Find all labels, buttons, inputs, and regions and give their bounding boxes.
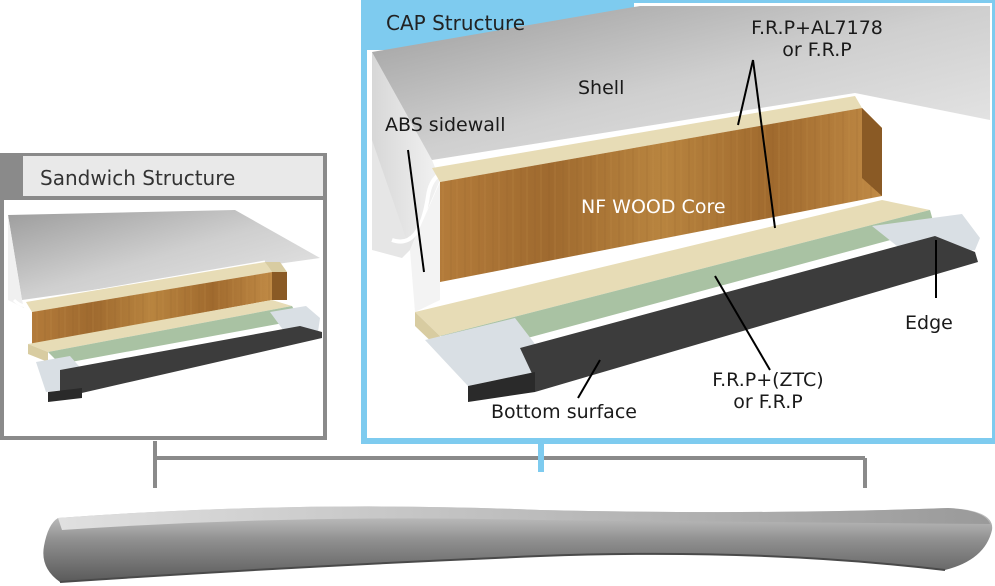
label-frp-top-line2: or F.R.P [782,38,852,61]
cap-frame [361,0,995,444]
label-bottom-surface: Bottom surface [491,401,637,423]
label-core: NF WOOD Core [581,196,726,218]
leader-abs-sidewall [407,149,425,273]
sandwich-title: Sandwich Structure [40,166,236,190]
label-edge: Edge [905,312,953,334]
ski-profile-icon [43,506,993,583]
label-frp-bottom-line1: F.R.P+(ZTC) [712,369,824,391]
leader-frp-bottom [714,275,771,371]
sandwich-title-box [23,156,323,200]
label-frp-top-line1: F.R.P+AL7178 [751,17,883,39]
sandwich-cross-section-icon [8,210,322,402]
label-frp-bottom-line2: or F.R.P [733,390,803,413]
leader-frp-top-shell [737,59,754,126]
cap-panel [361,0,995,444]
connector-bracket [153,441,867,488]
leader-frp-top-bottom [752,59,776,229]
label-frp-top: F.R.P+AL7178 or F.R.P [717,17,917,62]
label-frp-bottom: F.R.P+(ZTC) or F.R.P [683,369,853,414]
cap-leader-lines [407,59,937,399]
label-shell: Shell [578,77,625,99]
leader-bottom-surface [577,359,601,399]
cap-title: CAP Structure [386,11,526,35]
label-abs-sidewall: ABS sidewall [385,114,506,136]
sandwich-panel [0,153,327,440]
cap-cross-section-icon [372,6,990,402]
